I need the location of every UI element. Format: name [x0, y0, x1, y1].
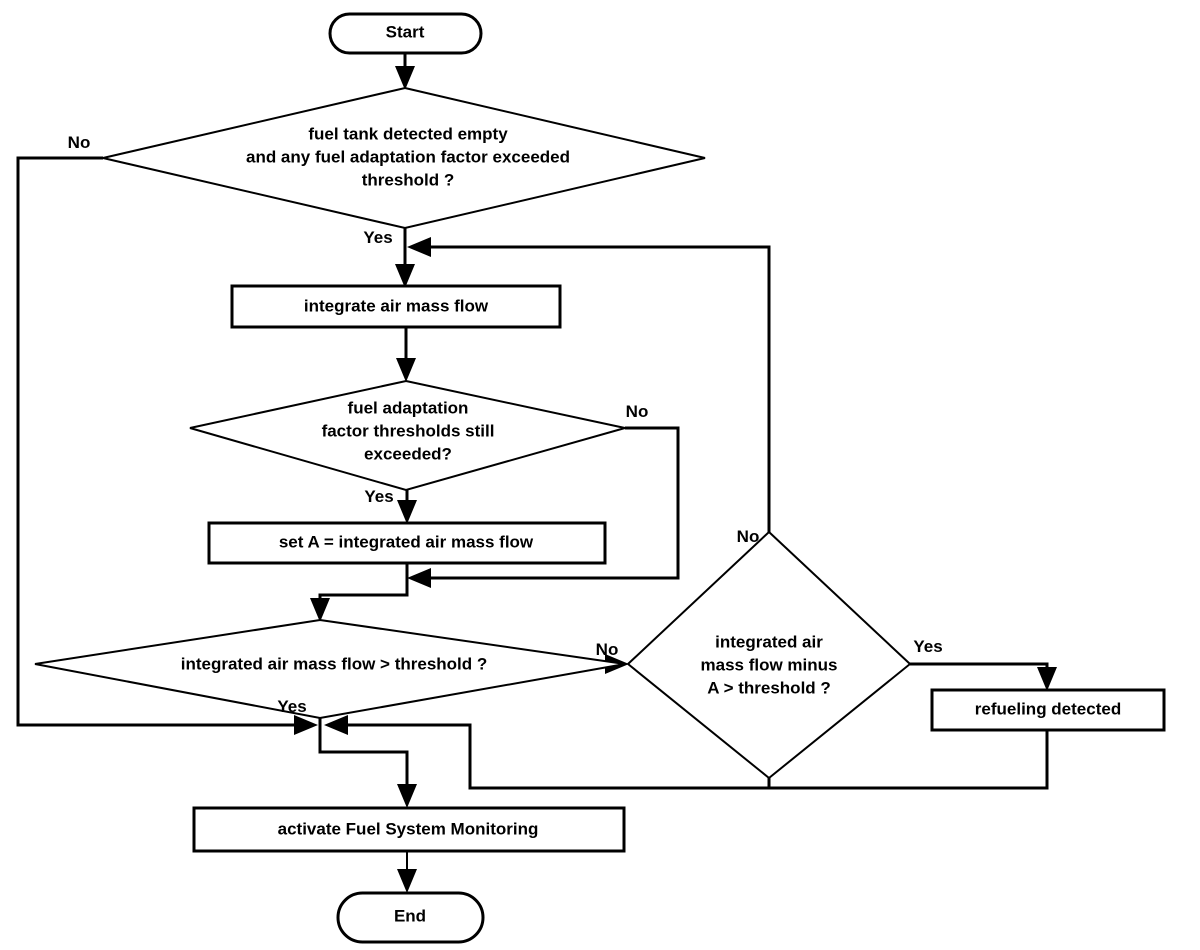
- node-decision-tank-empty-shape: [102, 86, 706, 230]
- edge-label-factor-thresholds-no: No: [625, 402, 649, 421]
- edge-factor-no-bypass: [407, 426, 680, 588]
- node-decision-flow-minus-a-shape: [626, 530, 912, 780]
- edge-activate-to-end: [397, 851, 417, 893]
- node-process-activate-fsm-shape: [192, 806, 626, 853]
- edge-set-a-to-decision-flow-threshold: [310, 563, 409, 622]
- edge-label-flow-threshold-no: No: [595, 640, 619, 659]
- edge-label-flow-threshold-yes: Yes: [277, 697, 307, 716]
- edge-tank-empty-yes-to-integrate: [395, 228, 415, 288]
- edge-merge-to-activate: [318, 725, 417, 808]
- edge-tank-empty-no-loop: [16, 156, 318, 735]
- node-decision-factor-thresholds-shape: [189, 379, 626, 492]
- edge-start-to-decision-tank-empty: [395, 53, 415, 90]
- edge-flow-minus-a-top-feedback: [407, 237, 771, 532]
- edge-refueling-to-merge: [324, 715, 1049, 790]
- node-decision-flow-threshold-shape: [34, 618, 626, 720]
- edge-label-flow-minus-a-yes: Yes: [913, 637, 943, 656]
- edge-integrate-to-decision-factor: [396, 327, 416, 382]
- edge-label-tank-empty-no: No: [67, 133, 91, 152]
- edge-label-tank-empty-yes: Yes: [363, 228, 393, 247]
- node-process-refueling-shape: [930, 688, 1166, 732]
- node-end-shape: [336, 891, 485, 944]
- edge-label-factor-thresholds-yes: Yes: [364, 487, 394, 506]
- node-process-integrate-shape: [230, 284, 562, 329]
- edge-factor-yes-to-set-a: [397, 490, 417, 524]
- edge-label-flow-minus-a-no: No: [736, 527, 760, 546]
- node-process-set-a-shape: [207, 521, 607, 565]
- node-start-shape: [328, 12, 483, 55]
- edge-flow-minus-a-yes-to-refueling: [910, 662, 1057, 691]
